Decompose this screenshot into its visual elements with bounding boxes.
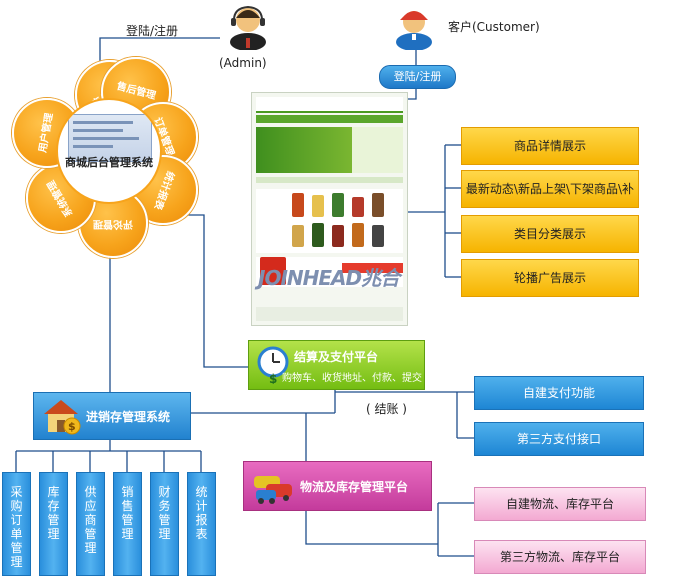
feature-latest-news[interactable]: 最新动态\新品上架\下架商品\补货商品 <box>461 170 639 232</box>
inventory-module-stock[interactable]: 库存管理 <box>39 472 68 576</box>
payment-option-third-party[interactable]: 第三方支付接口 <box>474 422 644 456</box>
inventory-title: 进销存管理系统 <box>86 410 171 424</box>
logistics-option-self-built[interactable]: 自建物流、库存平台 <box>474 487 646 521</box>
logistics-title: 物流及库存管理平台 <box>300 480 409 494</box>
website-screenshot <box>251 92 408 326</box>
customer-person-icon <box>396 11 432 50</box>
feature-category-display[interactable]: 类目分类展示 <box>461 215 639 253</box>
admin-person-icon <box>230 5 266 50</box>
inventory-module-sales[interactable]: 销售管理 <box>113 472 142 576</box>
logistics-option-third-party[interactable]: 第三方物流、库存平台 <box>474 540 646 574</box>
inventory-module-supplier[interactable]: 供应商管理 <box>76 472 105 576</box>
payment-option-self-built[interactable]: 自建支付功能 <box>474 376 644 410</box>
logistics-platform-box[interactable]: 物流及库存管理平台 <box>243 461 432 511</box>
settle-label: ( 结账 ) <box>366 402 407 416</box>
feature-product-detail[interactable]: 商品详情展示 <box>461 127 639 165</box>
website-watermark: JOINHEAD兆合 <box>258 266 400 290</box>
cars-icon <box>254 476 292 504</box>
admin-role: (Admin) <box>219 56 267 70</box>
feature-carousel-ads[interactable]: 轮播广告展示 <box>461 259 639 297</box>
inventory-module-report[interactable]: 统计报表 <box>187 472 216 576</box>
backend-screenshot <box>68 114 152 162</box>
svg-text:$: $ <box>68 420 76 433</box>
admin-login-label: 登陆/注册 <box>126 24 179 38</box>
payment-subtitle: 购物车、收货地址、付款、提交 <box>282 373 422 384</box>
inventory-module-finance[interactable]: 财务管理 <box>150 472 179 576</box>
inventory-system-box[interactable]: $ 进销存管理系统 <box>33 392 191 440</box>
backend-center: 商城后台管理系统 <box>56 98 162 204</box>
clock-money-icon: $ <box>257 346 289 384</box>
customer-role: 客户(Customer) <box>448 20 540 34</box>
payment-platform-box[interactable]: $ 结算及支付平台 购物车、收货地址、付款、提交 <box>248 340 425 390</box>
inventory-module-purchase[interactable]: 采购订单管理 <box>2 472 31 576</box>
backend-title: 商城后台管理系统 <box>65 156 153 169</box>
payment-title: 结算及支付平台 <box>294 350 379 364</box>
customer-login-button[interactable]: 登陆/注册 <box>379 65 456 89</box>
house-money-icon: $ <box>44 400 81 435</box>
svg-text:$: $ <box>269 372 277 384</box>
